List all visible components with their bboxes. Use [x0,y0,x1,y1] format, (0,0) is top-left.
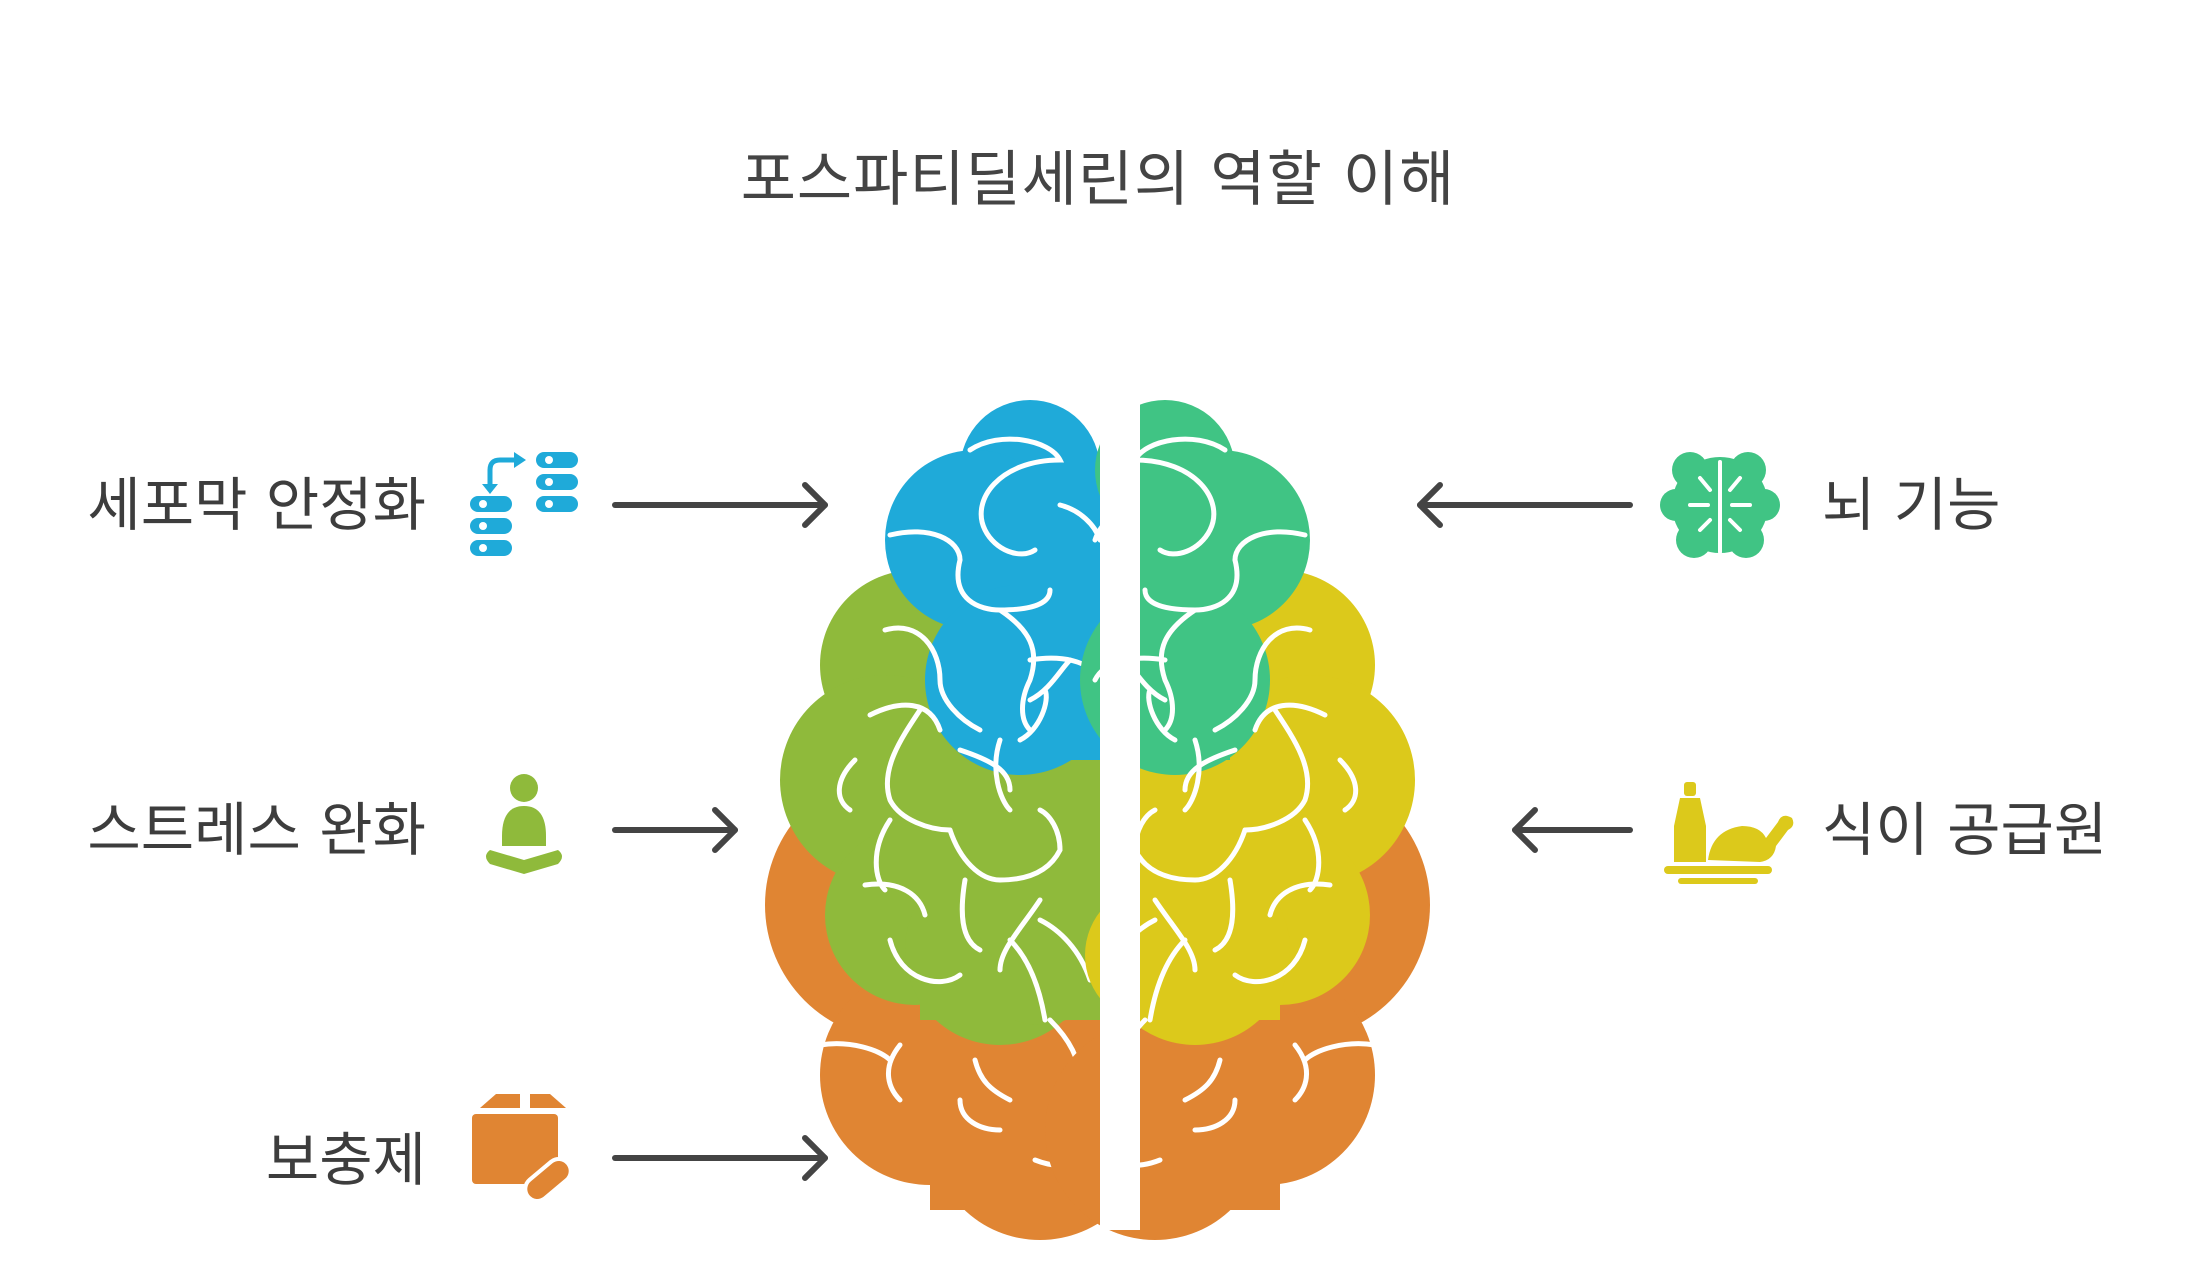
label-dietary-sources: 식이 공급원 [1822,796,2108,864]
arrow-brain-function [1417,482,1633,528]
diagram-title: 포스파티딜세린의 역할 이해 [740,145,1456,215]
label-brain-function: 뇌 기능 [1822,471,2001,539]
label-membrane-stabilization: 세포막 안정화 [87,471,426,539]
arrow-dietary [1512,807,1633,853]
meditation-icon [486,774,562,874]
label-supplements: 보충제 [265,1126,426,1194]
supplement-box-icon [472,1094,573,1203]
arrow-supplements [612,1135,828,1181]
membrane-transfer-icon [470,452,578,556]
left-sulci [817,436,1103,1168]
right-hemisphere [1045,400,1430,1240]
arrow-stress [612,807,738,853]
arrows [612,482,1633,1181]
label-stress-relief: 스트레스 완화 [87,796,426,864]
food-source-icon [1664,782,1794,884]
arrow-membrane [612,482,828,528]
brain-icon [1660,452,1780,558]
brain-center-gap [1100,380,1140,1230]
